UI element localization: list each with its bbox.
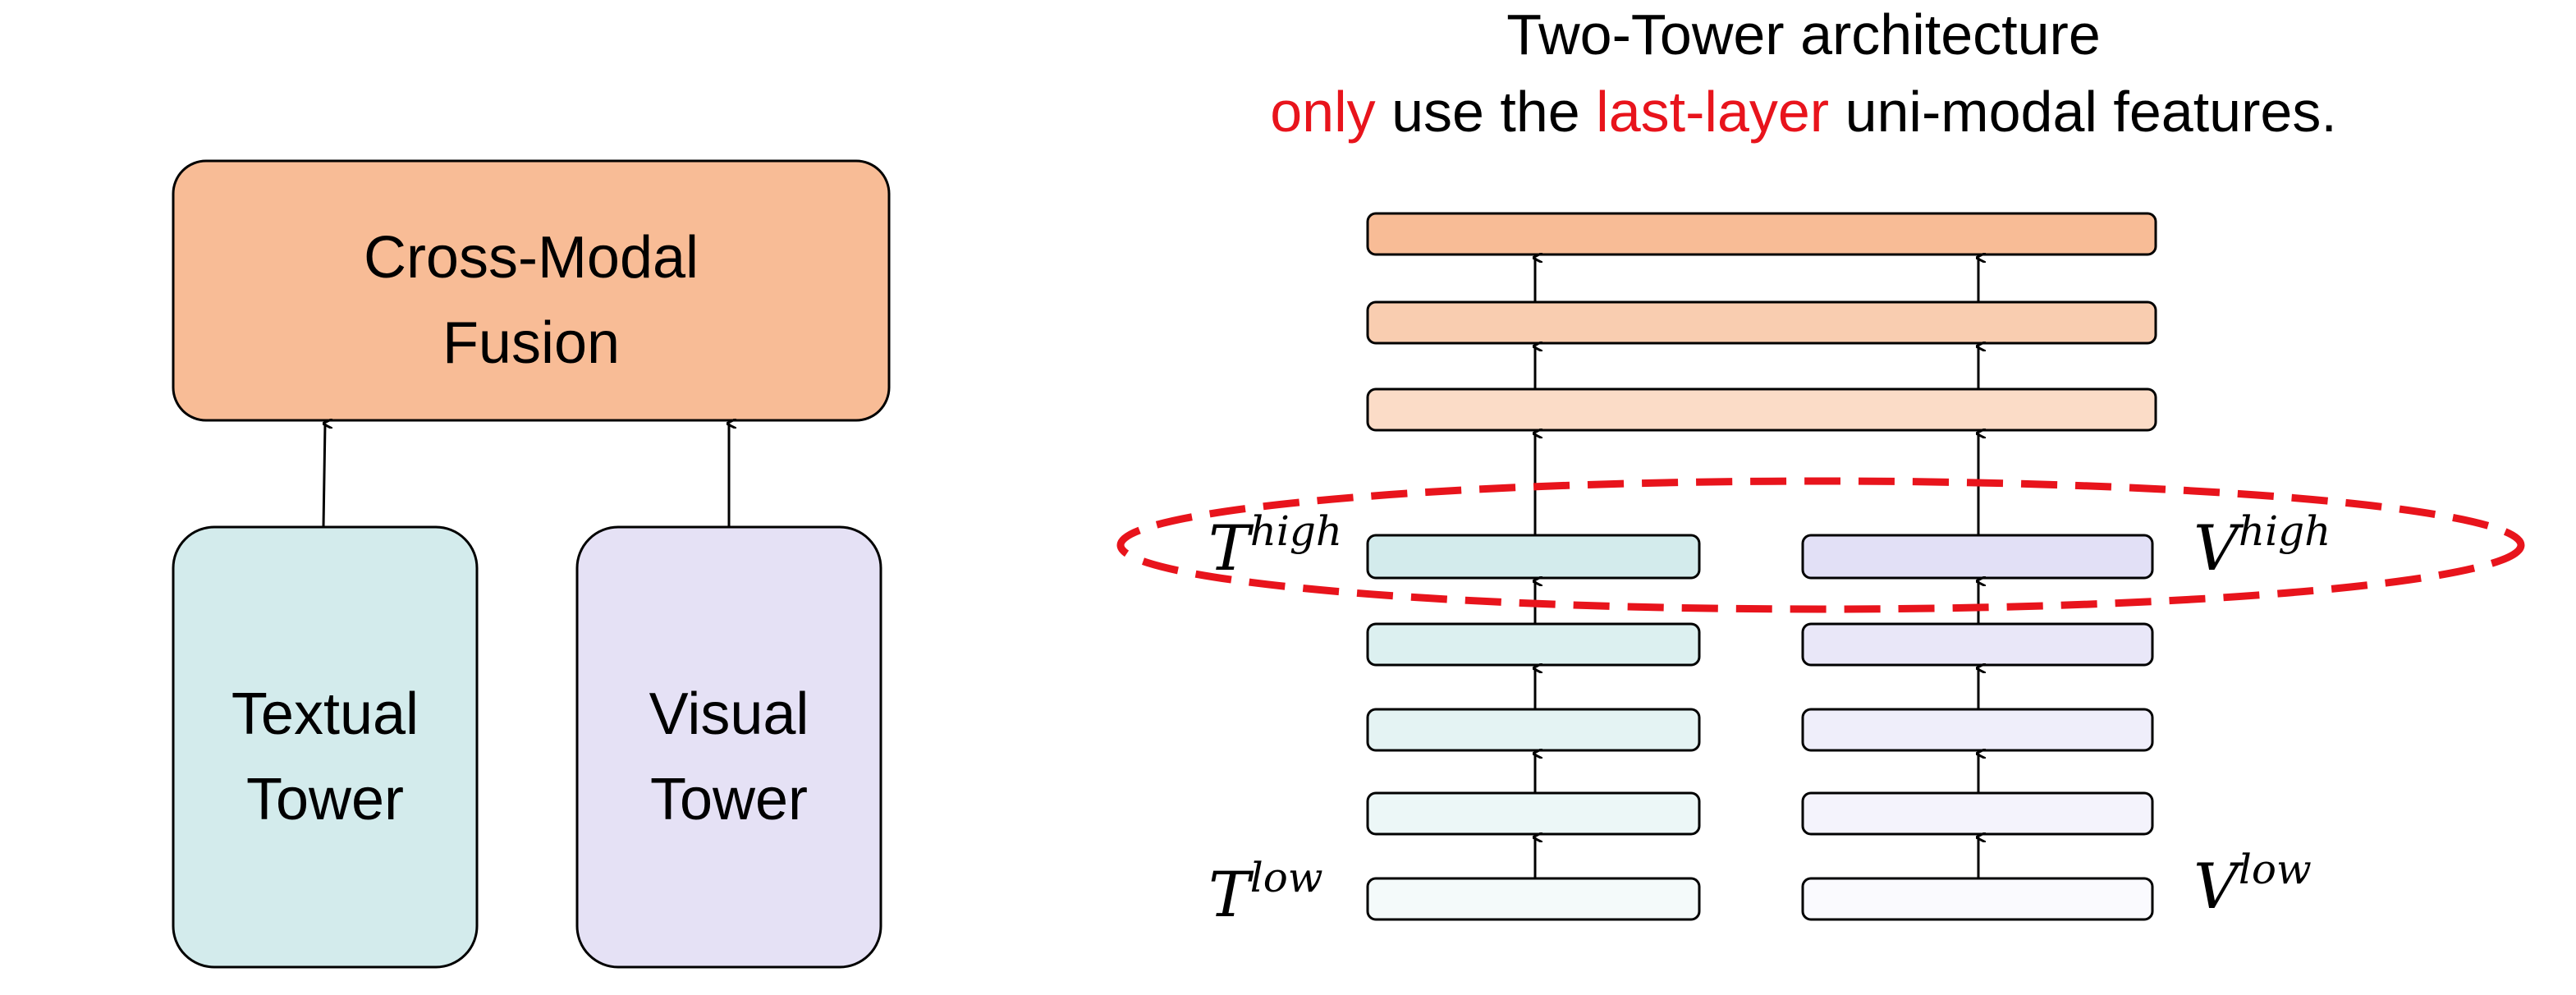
t-low-label: Tlow bbox=[1208, 854, 1323, 931]
fusion-layer-1 bbox=[1366, 387, 2157, 432]
fusion-layer-2 bbox=[1366, 300, 2157, 345]
text-layer-1-low bbox=[1366, 877, 1701, 921]
left-diagram: Cross-Modal Fusion Textual Tower Visual … bbox=[172, 159, 891, 969]
visual-tower-line2: Tower bbox=[650, 767, 808, 832]
textual-tower-line2: Tower bbox=[246, 767, 404, 832]
title-line2: only use the last-layer uni-modal featur… bbox=[1270, 80, 2337, 144]
textual-tower-box bbox=[172, 525, 479, 969]
visual-layer-1-low bbox=[1801, 877, 2154, 921]
last-layer-highlight-ellipse bbox=[1116, 477, 2525, 613]
title-rest: uni-modal features. bbox=[1829, 80, 2337, 144]
fusion-label-line2: Fusion bbox=[442, 310, 620, 376]
t-high-label: Thigh bbox=[1208, 507, 1342, 585]
visual-tower-line1: Visual bbox=[649, 681, 809, 747]
title-only-highlight: only bbox=[1270, 80, 1375, 144]
title-mid: use the bbox=[1376, 80, 1597, 144]
cross-modal-fusion-box bbox=[172, 159, 891, 422]
visual-layer-4 bbox=[1801, 622, 2154, 667]
text-layer-3 bbox=[1366, 708, 1701, 752]
fusion-label-line1: Cross-Modal bbox=[364, 225, 699, 291]
fusion-layer-3 bbox=[1366, 212, 2157, 256]
text-layer-5-high bbox=[1366, 534, 1701, 580]
text-layer-4 bbox=[1366, 622, 1701, 667]
visual-tower-box bbox=[575, 525, 882, 969]
visual-layer-2 bbox=[1801, 791, 2154, 836]
v-low-label: Vlow bbox=[2193, 846, 2312, 923]
visual-layer-3 bbox=[1801, 708, 2154, 752]
textual-to-fusion-arrow bbox=[322, 424, 325, 528]
v-high-label: Vhigh bbox=[2193, 507, 2331, 585]
visual-layer-5-high bbox=[1801, 534, 2154, 580]
text-layer-2 bbox=[1366, 791, 1701, 836]
textual-tower-line1: Textual bbox=[231, 681, 419, 747]
title-line1: Two-Tower architecture bbox=[1506, 2, 2101, 66]
title-block: Two-Tower architecture only use the last… bbox=[1270, 2, 2337, 144]
title-last-layer-highlight: last-layer bbox=[1596, 80, 1829, 144]
right-diagram: Thigh Vhigh Tlow Vlow bbox=[1116, 212, 2525, 931]
